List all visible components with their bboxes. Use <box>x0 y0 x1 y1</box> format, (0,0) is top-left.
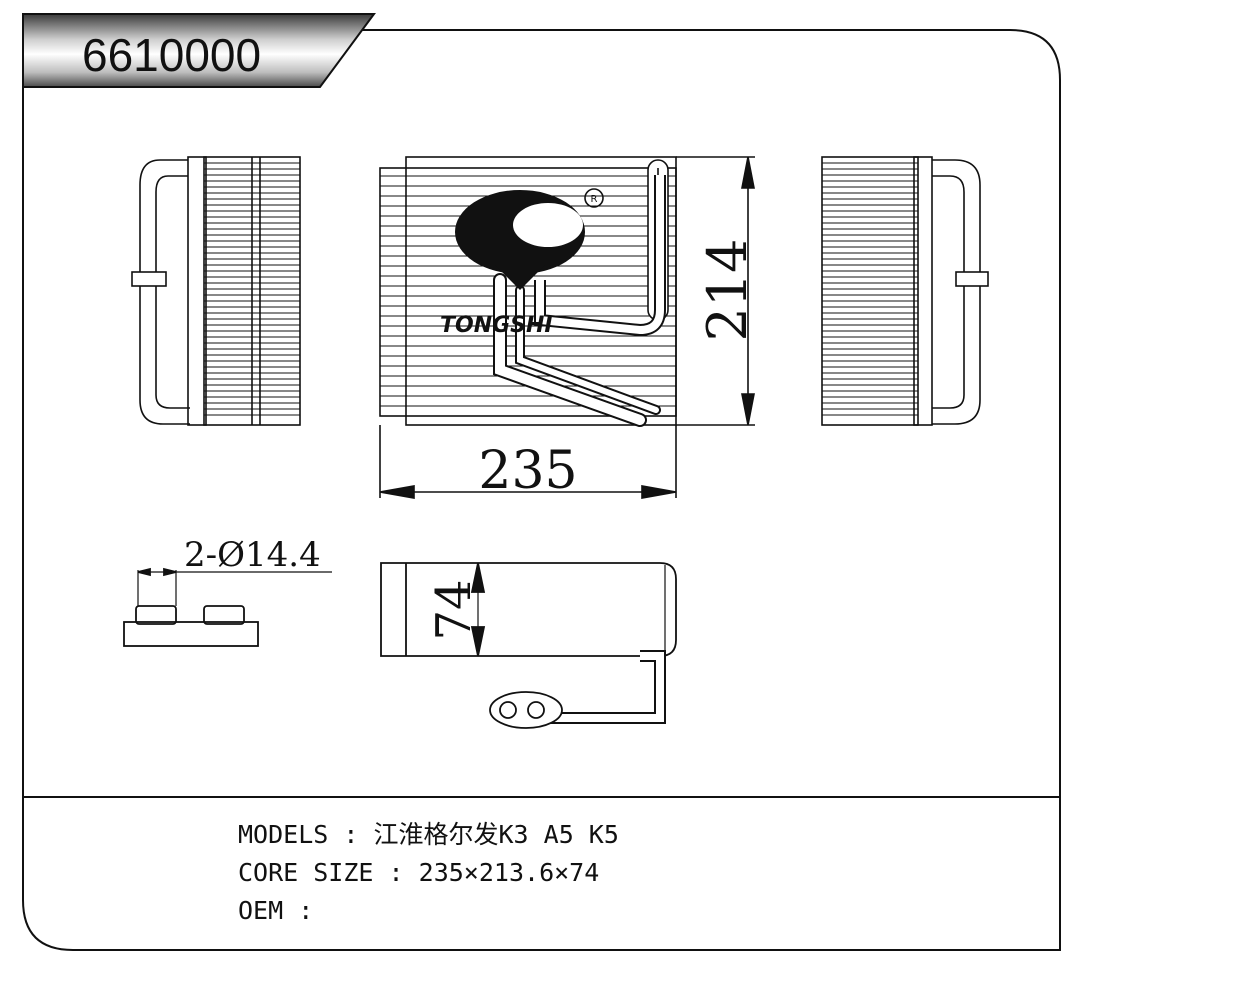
part-number: 6610000 <box>82 29 261 81</box>
oem-label: OEM <box>238 896 284 925</box>
spec-core-size: CORE SIZE : 235×213.6×74 <box>238 860 599 885</box>
brand-watermark: TONGSHI <box>440 313 553 338</box>
right-fin-stack <box>822 162 918 416</box>
left-side-view <box>131 156 301 426</box>
brand-logo: R TONGSHI <box>440 188 604 338</box>
oem-separator: : <box>298 896 314 925</box>
models-value: 江淮格尔发K3 A5 K5 <box>373 820 619 849</box>
right-side-view <box>821 156 989 426</box>
pipe-diameter-dimension: 2-Ø14.4 <box>184 535 321 575</box>
models-separator: : <box>343 820 359 849</box>
core-size-separator: : <box>388 858 404 887</box>
models-label: MODELS <box>238 820 329 849</box>
part-number-tab: 6610000 <box>22 13 376 88</box>
width-dimension: 235 <box>478 441 577 501</box>
svg-text:R: R <box>591 194 598 205</box>
front-view: R TONGSHI <box>379 156 755 499</box>
spec-models: MODELS : 江淮格尔发K3 A5 K5 <box>238 822 619 847</box>
height-dimension: 214 <box>696 238 759 341</box>
depth-dimension: 74 <box>426 579 482 640</box>
core-size-value: 235×213.6×74 <box>418 858 600 887</box>
core-size-label: CORE SIZE <box>238 858 374 887</box>
outer-frame <box>22 29 1061 951</box>
spec-oem: OEM : <box>238 898 328 923</box>
top-view <box>380 562 677 729</box>
flange-detail <box>123 567 332 647</box>
